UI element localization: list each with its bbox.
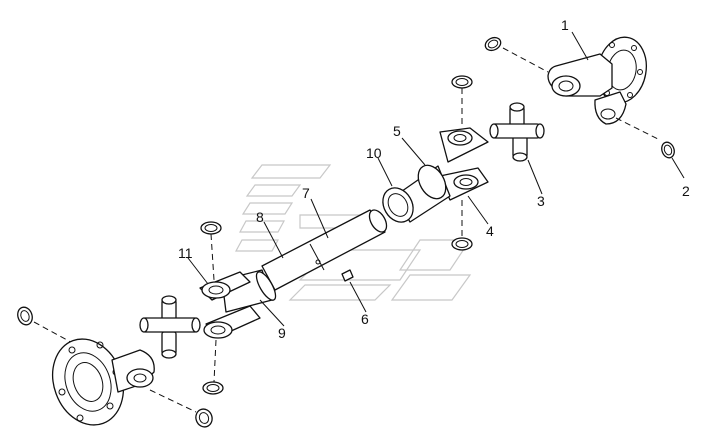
- slip-yoke: [382, 127, 489, 223]
- grease-nipple: [341, 269, 354, 282]
- callout-6: 6: [361, 311, 369, 327]
- spider-cross-left: [139, 295, 201, 359]
- flange-yoke-right: [547, 36, 647, 125]
- snap-ring-middle-lower: [451, 237, 473, 251]
- snap-ring-left-upper: [200, 221, 222, 235]
- tube-yoke: [199, 269, 277, 339]
- snap-ring-left-lower: [202, 381, 224, 395]
- callout-8: 8: [256, 209, 264, 225]
- snap-ring-bottom-left: [195, 408, 213, 428]
- callout-10: 10: [366, 145, 382, 161]
- callout-9: 9: [278, 325, 286, 341]
- callout-2: 2: [682, 183, 690, 199]
- callout-11: 11: [178, 245, 193, 261]
- callout-3: 3: [537, 193, 545, 209]
- callout-7: 7: [302, 185, 310, 201]
- callout-5: 5: [393, 123, 401, 139]
- spider-cross-right: [489, 102, 545, 162]
- callout-1: 1: [561, 17, 569, 33]
- snap-ring-2: [661, 141, 675, 159]
- snap-ring-top-right: [484, 36, 502, 52]
- shaft-tube: [261, 209, 388, 291]
- flange-yoke-left: [52, 338, 155, 426]
- snap-ring-middle-upper: [451, 75, 473, 89]
- snap-ring-far-left: [17, 306, 33, 326]
- callout-4: 4: [486, 223, 494, 239]
